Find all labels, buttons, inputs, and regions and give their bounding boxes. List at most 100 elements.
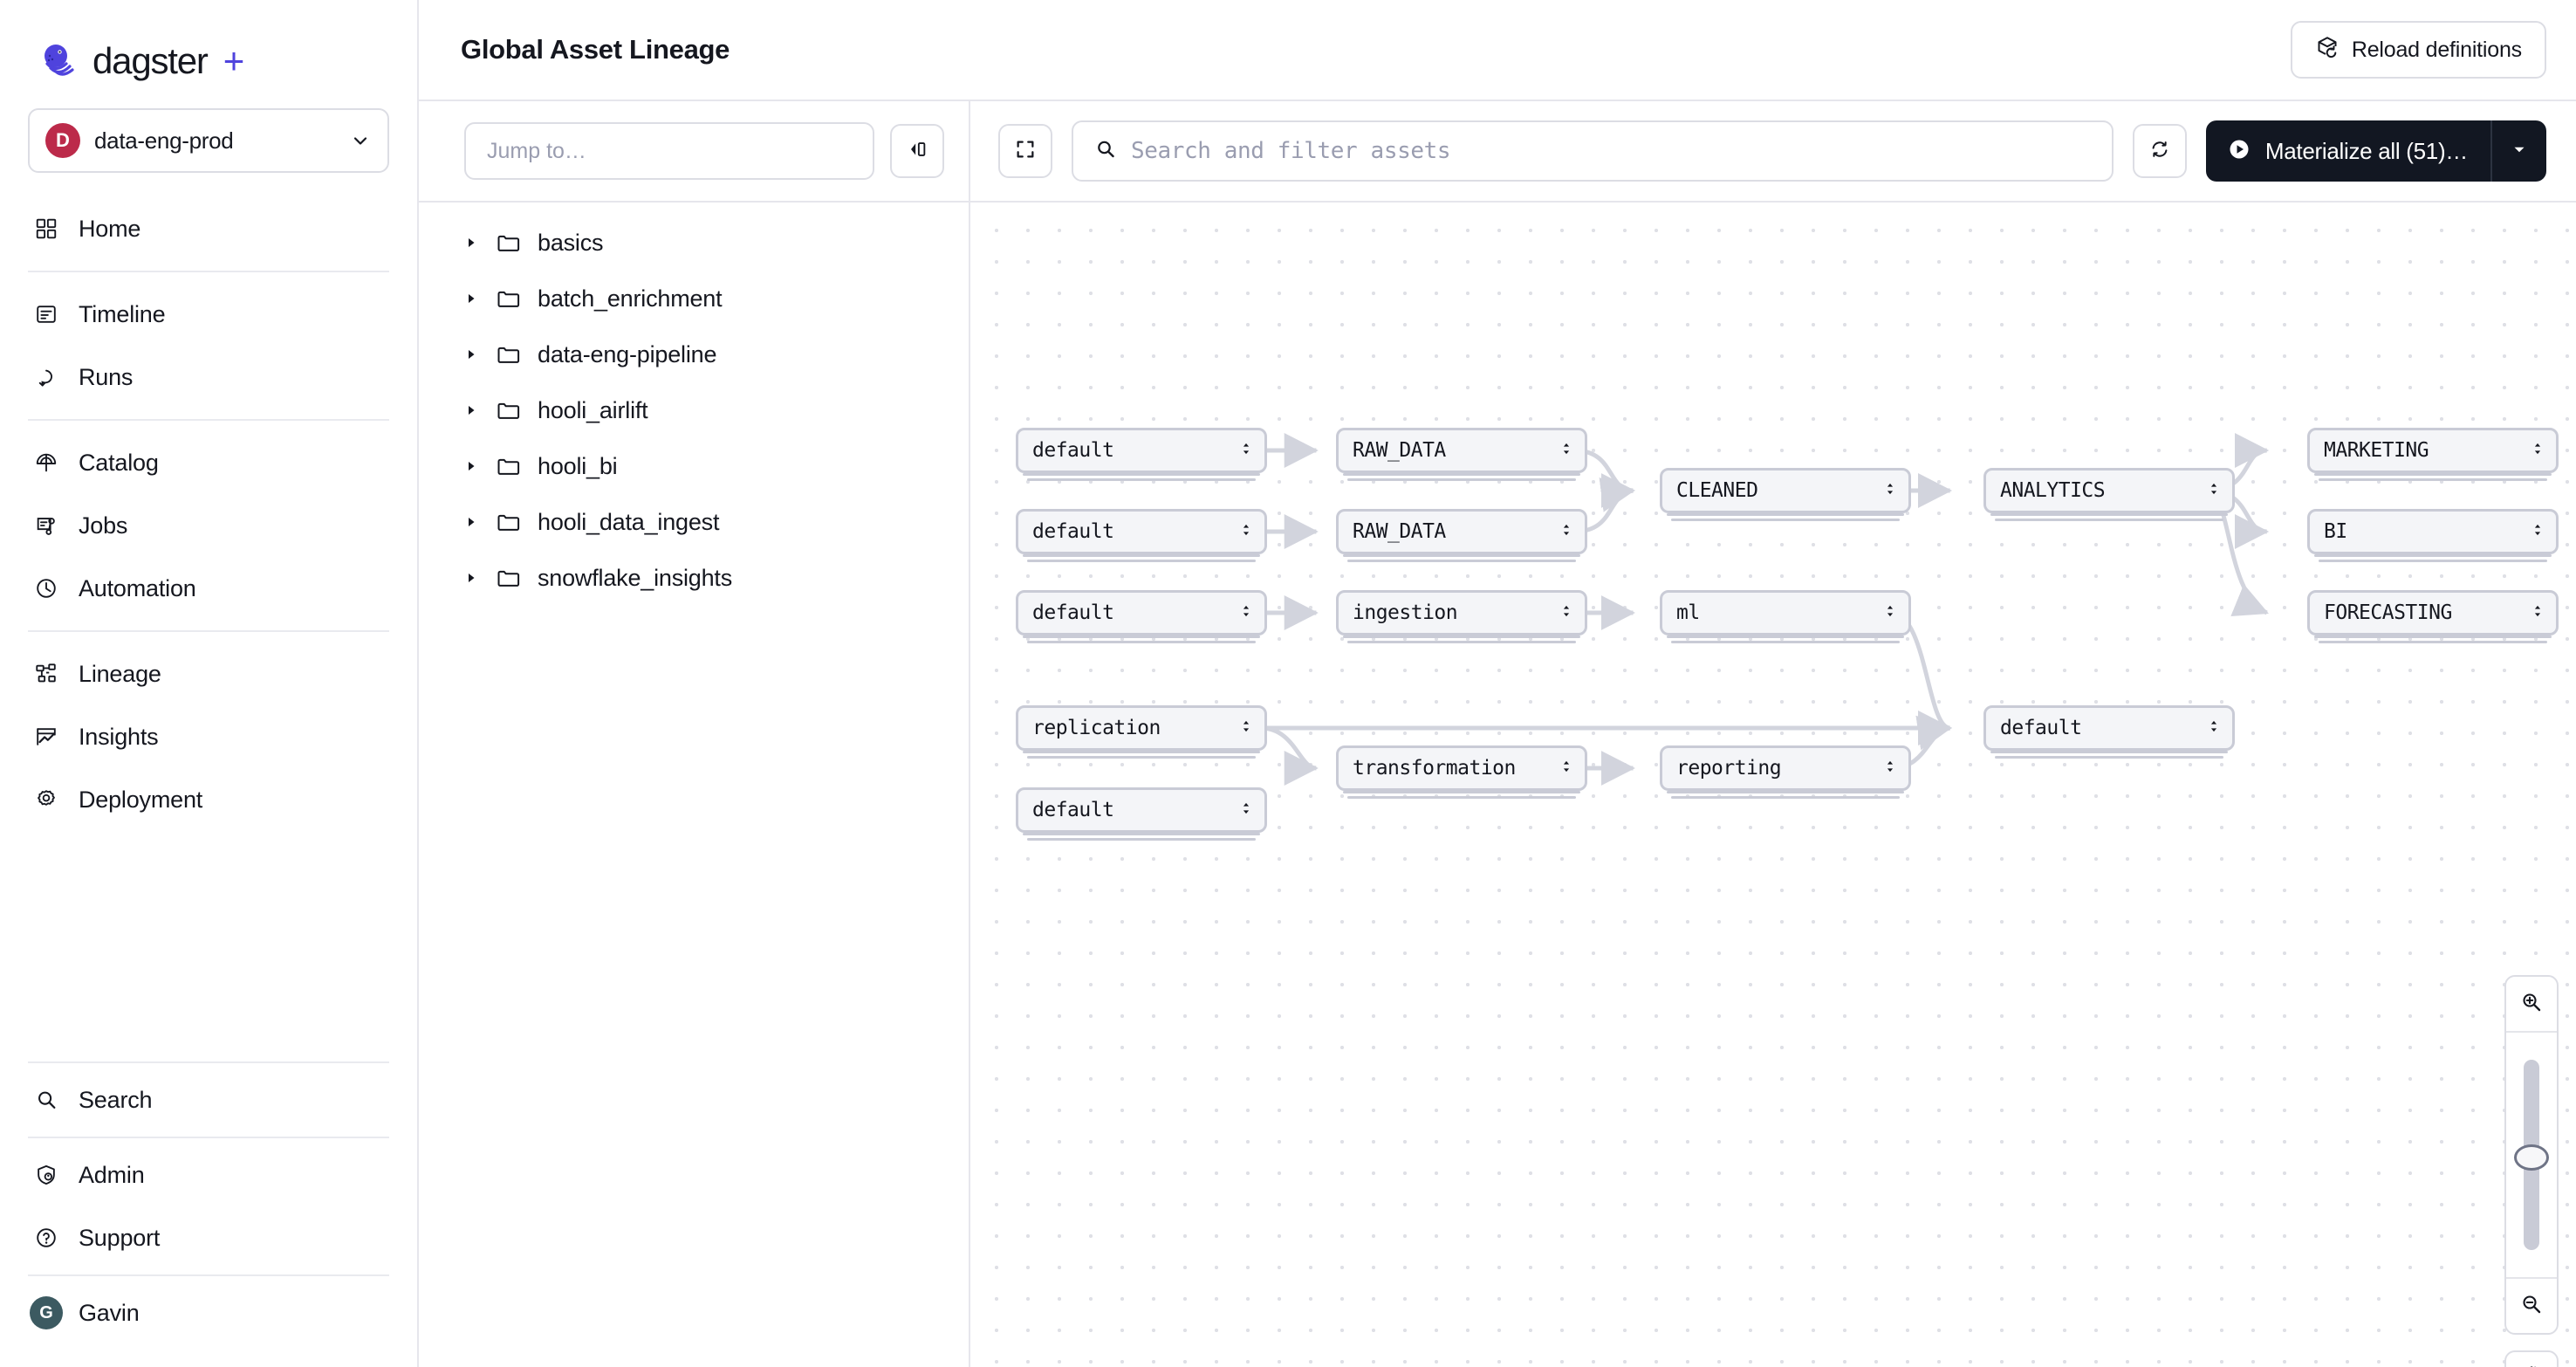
chevron-updown-icon[interactable] [1560,602,1572,624]
graph-node[interactable]: replication [1016,705,1267,751]
reload-definitions-button[interactable]: Reload definitions [2290,21,2546,79]
zoom-in-button[interactable] [2506,977,2557,1031]
zoom-slider[interactable] [2506,1033,2557,1277]
materialize-all-main[interactable]: Materialize all (51)… [2206,120,2492,182]
chevron-updown-icon[interactable] [1240,800,1252,821]
tree-item-hooli-data-ingest[interactable]: hooli_data_ingest [419,494,969,550]
expand-fullscreen-icon [1014,138,1037,165]
zoom-out-button[interactable] [2506,1279,2557,1333]
sidebar-item-admin[interactable]: Admin [0,1144,417,1206]
sidebar-item-deployment[interactable]: Deployment [0,768,417,831]
chevron-updown-icon[interactable] [2531,440,2544,462]
triangle-right-icon[interactable] [464,347,478,361]
materialize-dropdown-button[interactable] [2492,120,2546,182]
tree-item-hooli-airlift[interactable]: hooli_airlift [419,382,969,438]
zoom-slider-handle[interactable] [2514,1144,2549,1171]
graph-node[interactable]: CLEANED [1660,468,1911,513]
tree-item-label: data-eng-pipeline [538,340,717,368]
triangle-right-icon[interactable] [464,571,478,585]
collapse-panel-button[interactable] [890,124,944,178]
node-label: RAW_DATA [1353,520,1446,543]
materialize-all-button[interactable]: Materialize all (51)… [2205,120,2546,182]
node-label: MARKETING [2324,439,2429,462]
sidebar-item-label: Timeline [79,300,166,327]
chevron-updown-icon[interactable] [1884,602,1896,624]
refresh-button[interactable] [2132,124,2187,178]
search-input[interactable]: Search and filter assets [1072,120,2114,182]
sidebar-item-automation[interactable]: Automation [0,557,417,620]
graph-node[interactable]: transformation [1336,745,1587,791]
folder-icon [496,398,520,422]
graph-node[interactable]: default [1983,705,2235,751]
chevron-updown-icon[interactable] [1560,440,1572,462]
graph-node[interactable]: MARKETING [2307,428,2559,473]
lineage-graph-canvas[interactable]: default default default replication [970,203,2576,1367]
sidebar-item-user[interactable]: G Gavin [0,1281,417,1344]
tree-item-batch-enrichment[interactable]: batch_enrichment [419,271,969,326]
caret-down-icon [2510,140,2529,163]
graph-node[interactable]: RAW_DATA [1336,428,1587,473]
graph-node[interactable]: ANALYTICS [1983,468,2235,513]
node-stack [2311,473,2555,484]
sidebar-item-jobs[interactable]: Jobs [0,494,417,557]
chevron-updown-icon[interactable] [2531,602,2544,624]
graph-settings-button[interactable] [2504,1350,2559,1367]
graph-node[interactable]: default [1016,428,1267,473]
brand-header[interactable]: dagster + [0,0,417,84]
graph-node[interactable]: ml [1660,590,1911,635]
chevron-updown-icon[interactable] [1240,521,1252,543]
sidebar-item-support[interactable]: Support [0,1206,417,1269]
user-name: Gavin [79,1299,140,1326]
reload-definitions-label: Reload definitions [2351,37,2522,62]
triangle-right-icon[interactable] [464,515,478,529]
chevron-updown-icon[interactable] [1240,602,1252,624]
jump-to-input[interactable] [464,122,874,180]
graph-node[interactable]: default [1016,787,1267,833]
sidebar-item-label: Support [79,1224,161,1251]
triangle-right-icon[interactable] [464,236,478,250]
graph-node[interactable]: RAW_DATA [1336,509,1587,554]
node-stack [1339,473,1584,484]
sidebar-item-runs[interactable]: Runs [0,346,417,409]
tree-item-hooli-bi[interactable]: hooli_bi [419,438,969,494]
nav-divider [28,419,389,421]
sidebar-item-insights[interactable]: Insights [0,705,417,768]
jobs-icon [33,512,59,539]
sidebar-item-search[interactable]: Search [0,1068,417,1131]
node-stack [1019,635,1264,646]
triangle-right-icon[interactable] [464,459,478,473]
chevron-updown-icon[interactable] [1240,718,1252,739]
sidebar-item-home[interactable]: Home [0,197,417,260]
tree-item-data-eng-pipeline[interactable]: data-eng-pipeline [419,326,969,382]
node-label: ANALYTICS [2000,479,2106,502]
graph-node[interactable]: FORECASTING [2307,590,2559,635]
chevron-updown-icon[interactable] [1240,440,1252,462]
graph-node[interactable]: default [1016,509,1267,554]
sidebar-item-label: Home [79,215,141,242]
sidebar-item-lineage[interactable]: Lineage [0,642,417,705]
chevron-updown-icon[interactable] [1884,480,1896,502]
triangle-right-icon[interactable] [464,403,478,417]
chevron-updown-icon[interactable] [1560,758,1572,780]
chevron-updown-icon[interactable] [1884,758,1896,780]
tree-item-snowflake-insights[interactable]: snowflake_insights [419,550,969,606]
tree-item-basics[interactable]: basics [419,215,969,271]
node-label: default [2000,717,2082,739]
play-circle-icon [2227,137,2251,166]
graph-node[interactable]: reporting [1660,745,1911,791]
graph-node[interactable]: BI [2307,509,2559,554]
triangle-right-icon[interactable] [464,292,478,306]
graph-node[interactable]: default [1016,590,1267,635]
chevron-updown-icon[interactable] [2208,718,2220,739]
fullscreen-button[interactable] [998,124,1052,178]
chevron-updown-icon[interactable] [1560,521,1572,543]
graph-node[interactable]: ingestion [1336,590,1587,635]
chevron-updown-icon[interactable] [2531,521,2544,543]
toolbar-right: Search and filter assets [970,101,2576,201]
sidebar-item-catalog[interactable]: Catalog [0,431,417,494]
node-label: default [1032,520,1114,543]
grid-icon [33,216,59,242]
sidebar-item-timeline[interactable]: Timeline [0,283,417,346]
chevron-updown-icon[interactable] [2208,480,2220,502]
deployment-selector[interactable]: D data-eng-prod [28,108,389,173]
